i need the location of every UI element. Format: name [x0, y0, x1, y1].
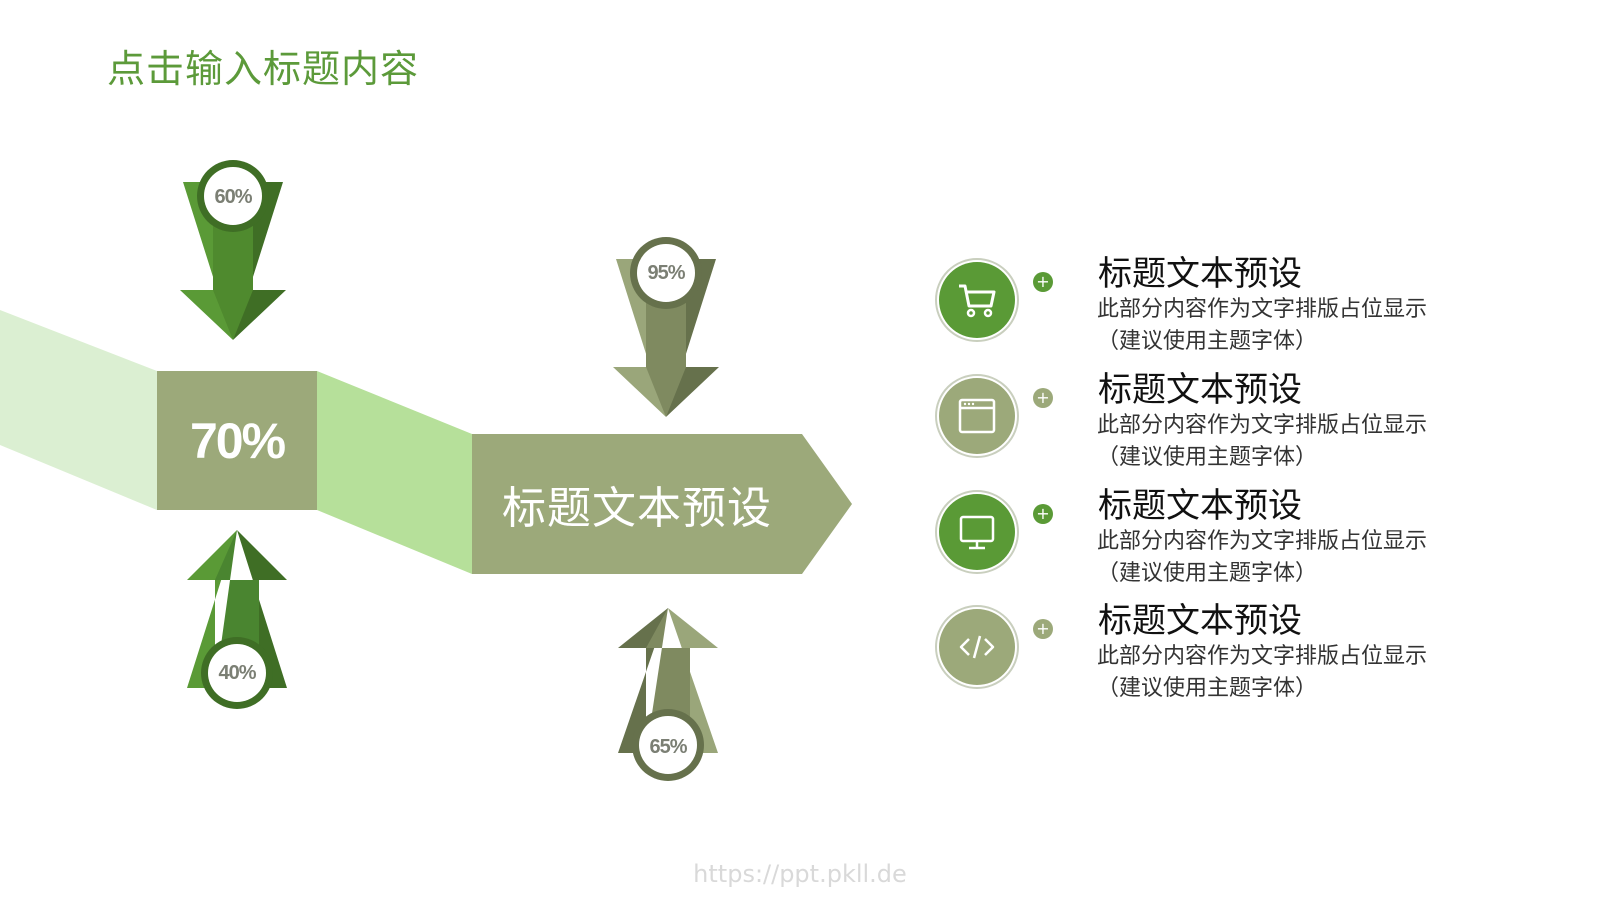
badge-65: 65% — [649, 736, 687, 758]
feature-title: 标题文本预设 — [1098, 601, 1302, 641]
watermark: https://ppt.pkll.de — [693, 860, 907, 888]
down-arrow-95 — [613, 237, 719, 417]
feature-item-3: + 标题文本预设 此部分内容作为文字排版占位显示 （建议使用主题字体） — [935, 486, 1535, 600]
plus-icon[interactable]: + — [1033, 619, 1053, 639]
plus-icon[interactable]: + — [1033, 272, 1053, 292]
feature-title: 标题文本预设 — [1098, 370, 1302, 410]
monitor-icon — [959, 515, 995, 550]
code-icon — [959, 635, 995, 659]
feature-icon-circle — [935, 605, 1019, 689]
plus-icon[interactable]: + — [1033, 388, 1053, 408]
up-arrow-40 — [187, 530, 287, 709]
feature-title: 标题文本预设 — [1098, 486, 1302, 526]
feature-item-4: + 标题文本预设 此部分内容作为文字排版占位显示 （建议使用主题字体） — [935, 601, 1535, 715]
feature-item-2: + 标题文本预设 此部分内容作为文字排版占位显示 （建议使用主题字体） — [935, 370, 1535, 484]
feature-description: 此部分内容作为文字排版占位显示 （建议使用主题字体） — [1097, 529, 1428, 586]
feature-icon-circle — [935, 490, 1019, 574]
up-arrow-65 — [618, 608, 718, 781]
feature-icon-circle — [935, 258, 1019, 342]
badge-40: 40% — [218, 662, 256, 684]
plus-icon[interactable]: + — [1033, 504, 1053, 524]
badge-95: 95% — [647, 262, 685, 284]
feature-icon-circle — [935, 374, 1019, 458]
slide-title: 点击输入标题内容 — [107, 47, 420, 91]
browser-window-icon — [958, 398, 996, 434]
center-percent-box: 70% — [157, 371, 317, 510]
ribbon-band — [0, 310, 852, 574]
feature-description: 此部分内容作为文字排版占位显示 （建议使用主题字体） — [1097, 297, 1428, 354]
feature-title: 标题文本预设 — [1098, 254, 1302, 294]
feature-description: 此部分内容作为文字排版占位显示 （建议使用主题字体） — [1097, 644, 1428, 701]
shopping-cart-icon — [959, 284, 996, 318]
center-arrow-label: 标题文本预设 — [502, 483, 772, 534]
down-arrow-60 — [180, 160, 286, 340]
badge-60: 60% — [214, 186, 252, 208]
feature-item-1: + 标题文本预设 此部分内容作为文字排版占位显示 （建议使用主题字体） — [935, 254, 1535, 368]
feature-description: 此部分内容作为文字排版占位显示 （建议使用主题字体） — [1097, 413, 1428, 470]
